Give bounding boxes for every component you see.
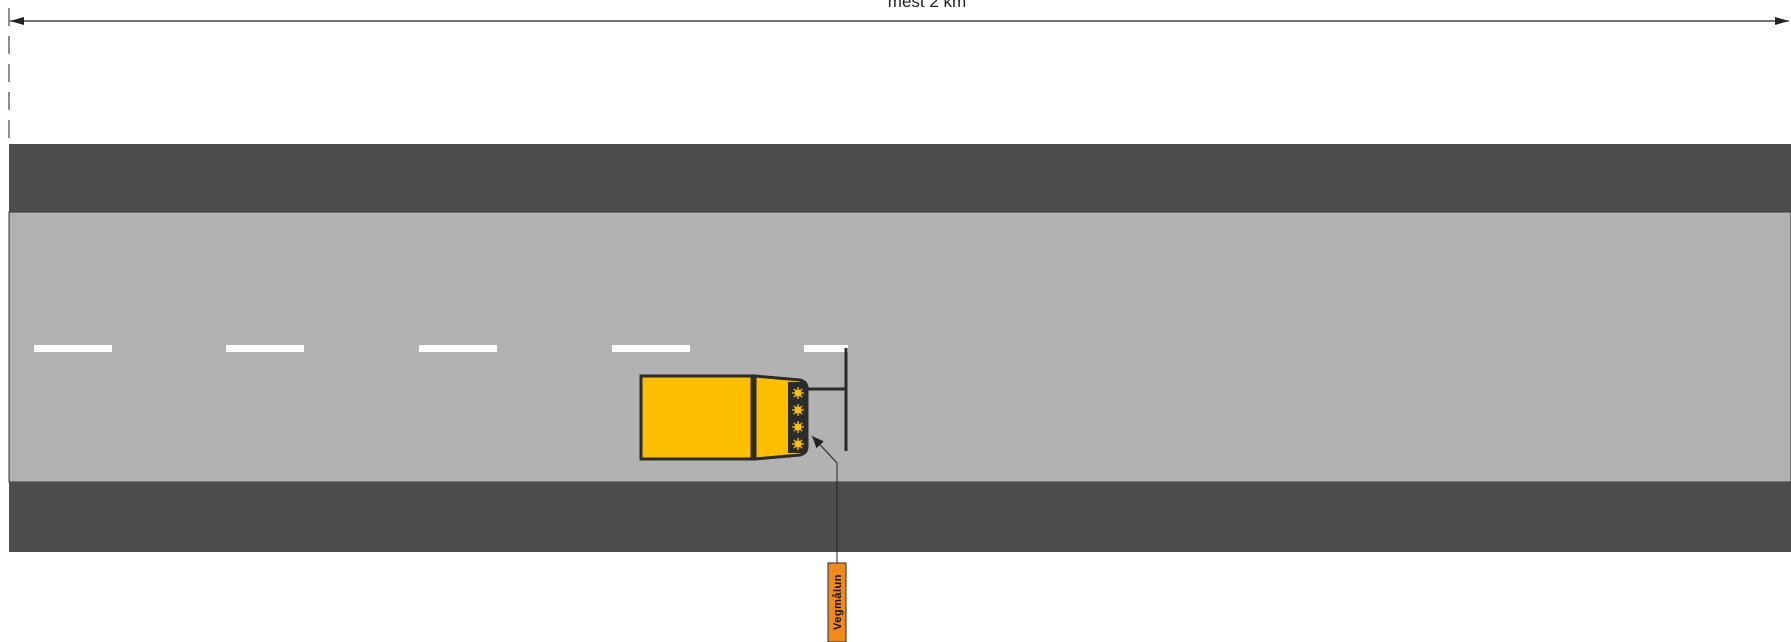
lane-marking: [226, 345, 304, 352]
lane-marking: [419, 345, 497, 352]
lane-marking: [804, 345, 848, 352]
marker-label: Vegmålun: [832, 574, 844, 630]
lane-marking: [612, 345, 690, 352]
truck-cargo-box: [641, 376, 752, 459]
road: [9, 144, 1791, 552]
lower-shoulder: [9, 482, 1791, 552]
distance-dimension: mest 2 km: [9, 0, 1789, 140]
distance-label: mest 2 km: [888, 0, 966, 11]
lane-marking: [34, 345, 112, 352]
upper-shoulder: [9, 144, 1791, 212]
